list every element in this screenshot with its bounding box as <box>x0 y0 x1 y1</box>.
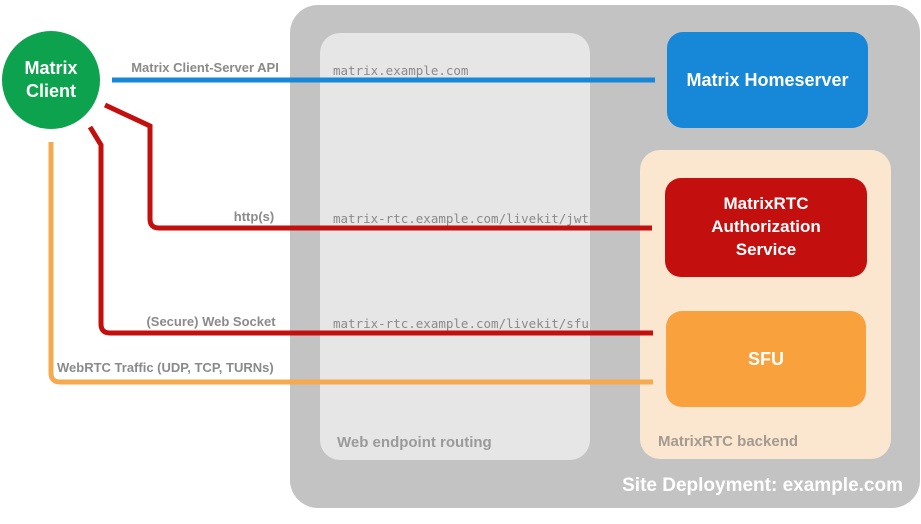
sfu-node: SFU <box>666 311 866 407</box>
matrix-client-node: Matrix Client <box>2 31 100 129</box>
matrixrtc-authorization-service-node: MatrixRTC Authorization Service <box>665 178 867 277</box>
matrix-client-label: Matrix Client <box>24 57 77 104</box>
web-endpoint-routing-label: Web endpoint routing <box>337 434 492 451</box>
auth-label-line3: Service <box>735 239 797 259</box>
sfu-label: SFU <box>748 348 784 369</box>
https-arrow-label: http(s) <box>233 209 275 224</box>
matrix-homeserver-node: Matrix Homeserver <box>667 32 868 128</box>
site-deployment-label: Site Deployment: example.com <box>622 475 903 496</box>
client-label-line2: Client <box>25 81 76 101</box>
auth-label-line2: Authorization <box>711 217 821 237</box>
matrixrtc-authorization-service-label: MatrixRTC Authorization Service <box>711 193 821 262</box>
client-server-api-arrow-label: Matrix Client-Server API <box>131 60 279 75</box>
endpoint-matrix-example-com: matrix.example.com <box>333 63 469 78</box>
webrtc-traffic-arrow-label: WebRTC Traffic (UDP, TCP, TURNs) <box>57 360 274 375</box>
matrix-homeserver-label: Matrix Homeserver <box>686 69 849 90</box>
auth-label-line1: MatrixRTC <box>723 194 809 214</box>
web-socket-arrow-label: (Secure) Web Socket <box>146 314 276 329</box>
endpoint-livekit-sfu: matrix-rtc.example.com/livekit/sfu <box>333 316 589 331</box>
client-label-line1: Matrix <box>24 57 78 78</box>
web-endpoint-routing-container: Web endpoint routing <box>320 33 590 460</box>
endpoint-livekit-jwt: matrix-rtc.example.com/livekit/jwt <box>333 211 589 226</box>
matrixrtc-backend-label: MatrixRTC backend <box>658 433 799 450</box>
